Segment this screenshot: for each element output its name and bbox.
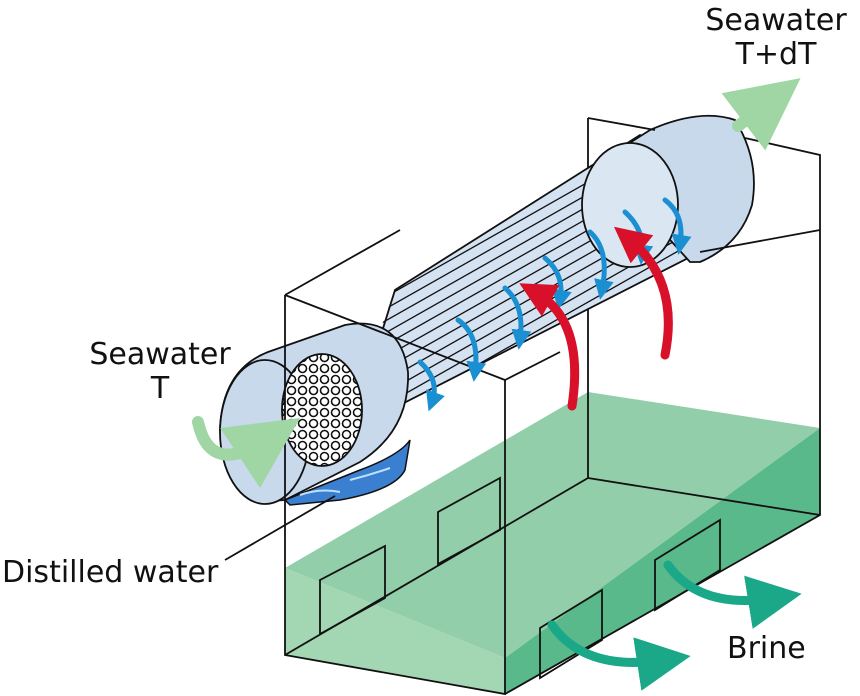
brine-top-surface [285,392,820,658]
brine-outlet-arrow [547,620,691,691]
brine-front-face [285,568,505,694]
seawater-inlet-arrow [192,416,300,488]
seawater-outlet-label-line1: Seawater [705,3,847,38]
brine-pool [285,392,820,694]
distilled-water-label: Distilled water [2,555,219,590]
drain-boxes [319,476,721,680]
seawater-inlet-label-line2: T [150,371,170,406]
vapor-arrow [614,226,673,360]
condensate-arrow [587,229,614,300]
seawater-outlet-label: Seawater T+dT [696,4,856,72]
condensate-arrow [502,285,532,350]
outlet-header [581,114,755,268]
condensate-arrow [542,255,572,310]
distilled-leader-line [224,495,336,561]
brine-right-face [505,428,820,694]
brine-outlet-arrow [663,560,802,629]
condensate-arrow [455,317,487,382]
condensate-arrow [417,359,445,412]
seawater-inlet-label: Seawater T [80,338,240,406]
brine-outlet-arrows [547,560,802,691]
condensate-arrow [662,197,692,255]
tube-sheet [281,353,363,467]
seawater-inlet-label-line1: Seawater [89,337,231,372]
vapor-arrow [519,283,580,411]
vapor-arrows [519,226,673,411]
brine-label: Brine [727,631,806,666]
distillate-tray [283,439,411,506]
seawater-outlet-label-line2: T+dT [735,37,817,72]
seawater-outlet-arrow [721,78,801,151]
